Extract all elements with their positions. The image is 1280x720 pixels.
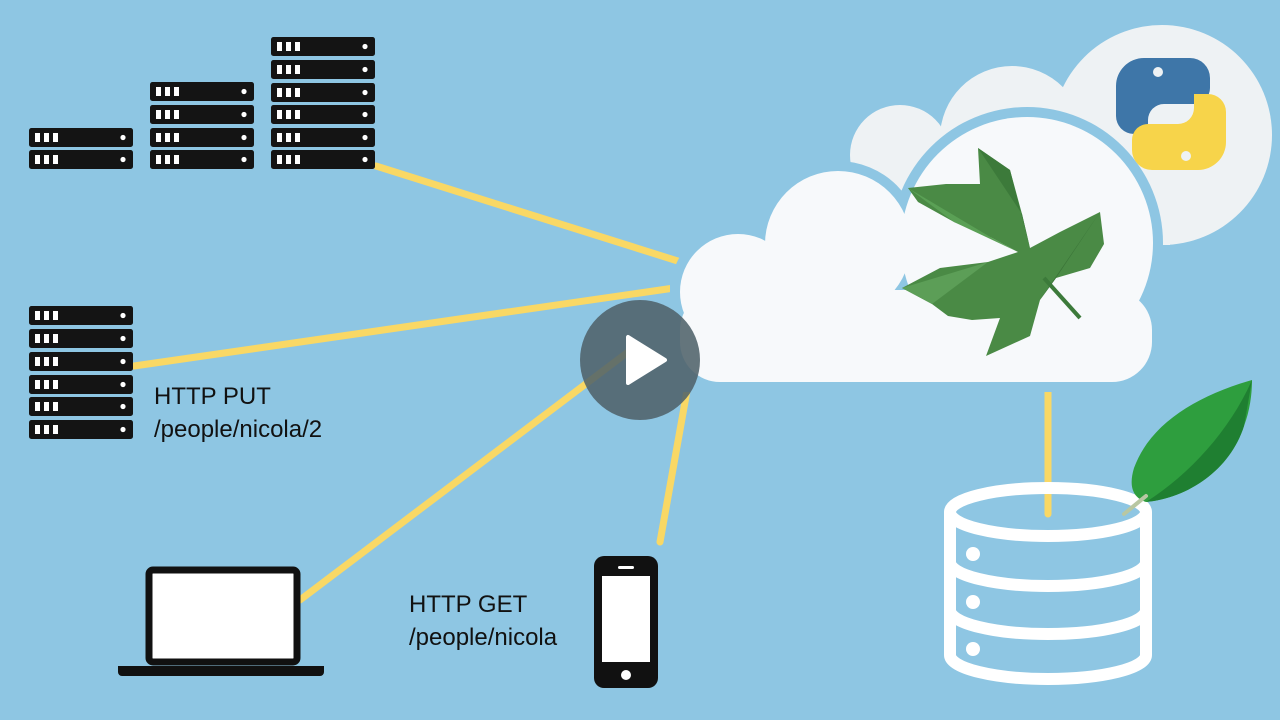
http-put-path: /people/nicola/2 — [154, 416, 323, 443]
http-get-path: /people/nicola — [409, 624, 558, 651]
server-rack-icon-small — [29, 128, 133, 169]
server-rack-icon-medium — [150, 82, 254, 169]
server-rack-icon-left — [29, 306, 133, 439]
connector-mid-rack — [130, 282, 692, 370]
http-get-label: HTTP GET /people/nicola — [409, 588, 557, 654]
connection-lines — [130, 162, 1052, 604]
server-rack-icon-large — [271, 37, 375, 169]
http-put-method: HTTP PUT — [154, 383, 271, 410]
database-icon — [944, 482, 1152, 685]
play-icon — [626, 335, 667, 385]
play-button[interactable] — [580, 300, 700, 420]
http-get-method: HTTP GET — [409, 591, 528, 618]
mongodb-leaf-icon — [1122, 380, 1252, 516]
connector-laptop — [296, 348, 632, 604]
connector-phone — [656, 370, 694, 546]
database-indicators — [966, 547, 980, 656]
laptop-icon — [118, 566, 324, 676]
connector-large-rack — [372, 162, 704, 272]
http-put-label: HTTP PUT /people/nicola/2 — [154, 380, 322, 446]
leaf-logo-icon — [902, 148, 1104, 356]
python-logo-icon — [1116, 58, 1226, 170]
smartphone-icon — [594, 556, 658, 688]
